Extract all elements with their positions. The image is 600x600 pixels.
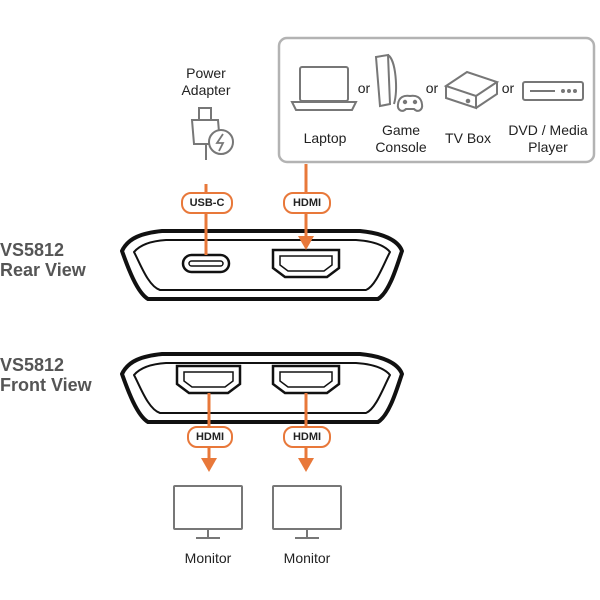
power-adapter-label-line2: Adapter [181,82,231,98]
power-adapter-icon [190,107,234,160]
laptop-icon [290,66,358,111]
source-devices-box [277,36,596,164]
output-arrowhead-1 [201,458,217,472]
source-hdmi-arrowhead [298,236,314,250]
or-separator-3: or [501,80,515,96]
tv-box-label: TV Box [445,130,491,146]
monitor-icon [173,485,243,539]
front-hdmi-port-1 [175,364,242,395]
rear-view-title-line2: Rear View [0,260,86,280]
rear-hdmi-connector-tag: HDMI [283,192,331,214]
power-adapter-label-line1: Power [186,65,226,81]
rear-usbc-port [181,253,231,274]
rear-view-title-line1: VS5812 [0,240,65,260]
output-arrowhead-2 [298,458,314,472]
or-separator-2: or [425,80,439,96]
or-separator-1: or [357,80,371,96]
monitor-label-2: Monitor [283,550,331,566]
front-view-title-line2: Front View [0,375,92,395]
game-console-icon [374,53,424,112]
laptop-label: Laptop [303,130,347,146]
front-hdmi-connector-tag-2: HDMI [283,426,331,448]
front-hdmi-connector-tag-1: HDMI [187,426,233,448]
media-player-icon [522,81,584,101]
front-view-title-line1: VS5812 [0,355,65,375]
rear-hdmi-port [271,248,341,279]
game-console-label: Game Console [375,122,427,155]
media-player-label: DVD / Media Player [508,122,588,155]
front-hdmi-port-2 [271,364,341,395]
tv-box-icon [443,70,500,110]
usbc-connector-tag: USB-C [181,192,233,214]
rear-view-device-body [120,229,404,301]
monitor-icon [272,485,342,539]
monitor-label-1: Monitor [184,550,232,566]
front-view-device-body [120,352,404,424]
